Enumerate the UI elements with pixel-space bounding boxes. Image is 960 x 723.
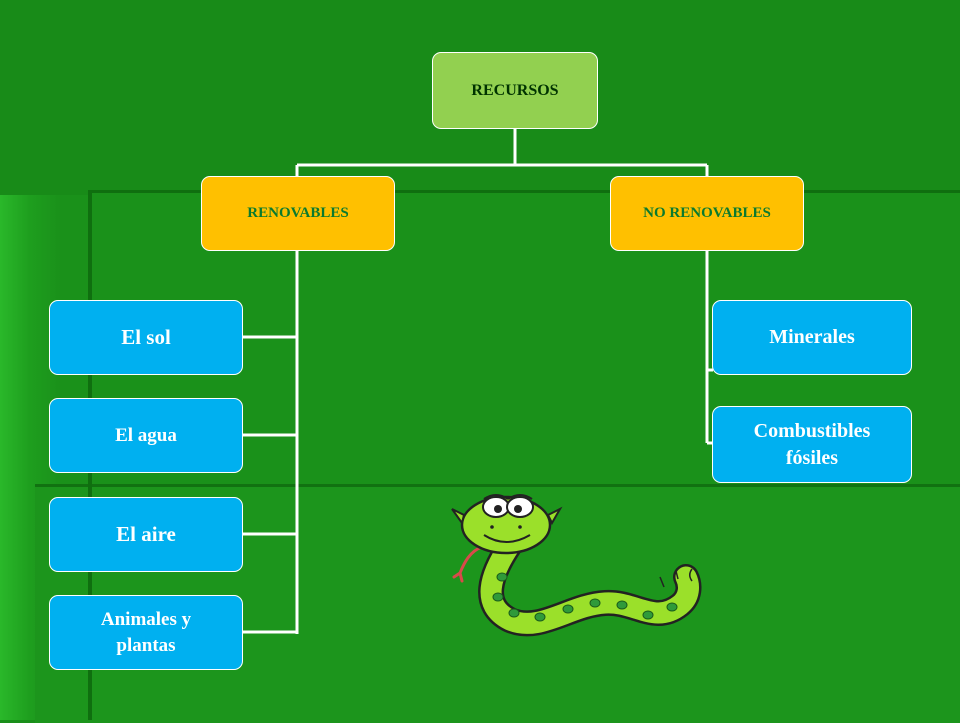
leaf-label: El aire: [116, 522, 176, 547]
leaf-label: El sol: [121, 325, 171, 350]
leaf-node-el-agua: El agua: [49, 398, 243, 473]
leaf-label: Minerales: [769, 326, 855, 348]
root-node-recursos: RECURSOS: [432, 52, 598, 129]
root-label: RECURSOS: [471, 81, 559, 99]
leaf-node-combustibles-fosiles: Combustibles fósiles: [712, 406, 912, 483]
leaf-node-el-aire: El aire: [49, 497, 243, 572]
category-label: RENOVABLES: [247, 205, 349, 222]
leaf-node-minerales: Minerales: [712, 300, 912, 375]
category-node-no-renovables: NO RENOVABLES: [610, 176, 804, 251]
snake-icon: [451, 494, 702, 637]
leaf-label: El agua: [115, 424, 177, 446]
leaf-node-el-sol: El sol: [49, 300, 243, 375]
category-node-renovables: RENOVABLES: [201, 176, 395, 251]
leaf-node-animales-y-plantas: Animales y plantas: [49, 595, 243, 670]
leaf-label: Animales y plantas: [100, 608, 192, 656]
category-label: NO RENOVABLES: [643, 205, 771, 222]
leaf-label: Combustibles fósiles: [753, 419, 871, 469]
